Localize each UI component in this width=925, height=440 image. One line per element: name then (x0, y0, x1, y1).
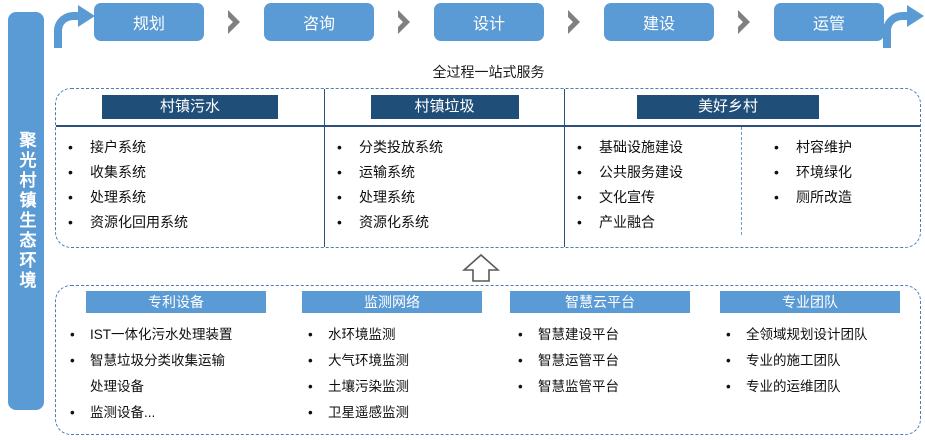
stage-chip-design[interactable]: 设计 (434, 3, 544, 41)
list-item: 专业的施工团队 (712, 348, 920, 374)
list-item: 智慧建设平台 (504, 322, 712, 348)
list-item: 卫星遥感监测 (294, 400, 504, 426)
brand-title: 聚光村镇生态环境 (16, 131, 36, 291)
stage-label: 规划 (132, 16, 165, 33)
capability-column-patented-equipment: 专利设备 IST一体化污水处理装置 智慧垃圾分类收集运输 处理设备 监测设备..… (56, 291, 294, 434)
list-item: 村容维护 (762, 135, 920, 160)
list-item: 公共服务建设 (565, 160, 741, 185)
chevron-right-icon (221, 7, 247, 37)
process-flow-strip: 规划 咨询 设计 建设 (52, 0, 925, 58)
domain-header: 村镇垃圾 (370, 95, 519, 119)
capability-item-list: 全领域规划设计团队 专业的施工团队 专业的运维团队 (712, 322, 920, 400)
domain-item-list: 分类投放系统 运输系统 处理系统 资源化系统 (325, 135, 564, 235)
stage-chip-operations[interactable]: 运管 (774, 3, 884, 41)
list-item: 运输系统 (325, 160, 564, 185)
capability-header: 监测网络 (302, 291, 482, 313)
domain-column-rural-sewage: 村镇污水 接户系统 收集系统 处理系统 资源化回用系统 (56, 89, 324, 247)
capability-item-list: IST一体化污水处理装置 智慧垃圾分类收集运输 处理设备 监测设备... (56, 322, 294, 426)
domain-header: 美好乡村 (637, 95, 819, 119)
brand-sidebar: 聚光村镇生态环境 (8, 12, 44, 410)
list-item-continuation: 处理设备 (90, 379, 144, 394)
domain-item-list-secondary: 村容维护 环境绿化 厕所改造 (762, 135, 920, 210)
list-item: 产业融合 (565, 210, 741, 235)
stage-chip-construction[interactable]: 建设 (604, 3, 714, 41)
stage-label: 运管 (812, 16, 845, 33)
list-item: 接户系统 (56, 135, 324, 160)
list-item: IST一体化污水处理装置 (56, 322, 294, 348)
domain-column-rural-waste: 村镇垃圾 分类投放系统 运输系统 处理系统 资源化系统 (324, 89, 564, 247)
list-item: 智慧监管平台 (504, 374, 712, 400)
capability-item-list: 智慧建设平台 智慧运管平台 智慧监管平台 (504, 322, 712, 400)
list-item: 监测设备... (56, 400, 294, 426)
list-item: 资源化回用系统 (56, 210, 324, 235)
stage-label: 设计 (472, 16, 505, 33)
list-item: 智慧垃圾分类收集运输 (56, 348, 294, 374)
list-item: 文化宣传 (565, 185, 741, 210)
capability-panel: 专利设备 IST一体化污水处理装置 智慧垃圾分类收集运输 处理设备 监测设备..… (55, 285, 921, 435)
list-item: 土壤污染监测 (294, 374, 504, 400)
service-caption: 全过程一站式服务 (432, 64, 545, 80)
list-item: 大气环境监测 (294, 348, 504, 374)
loop-arrow-left-icon (881, 4, 925, 61)
header-rule (56, 125, 324, 127)
capability-header: 专业团队 (720, 291, 900, 313)
domain-item-list: 接户系统 收集系统 处理系统 资源化回用系统 (56, 135, 324, 235)
capability-item-list: 水环境监测 大气环境监测 土壤污染监测 卫星遥感监测 (294, 322, 504, 426)
header-rule (325, 125, 564, 127)
service-domain-panel: 村镇污水 接户系统 收集系统 处理系统 资源化回用系统 村镇垃圾 (55, 88, 921, 248)
stage-label: 建设 (642, 16, 675, 33)
list-item: 分类投放系统 (325, 135, 564, 160)
list-item: 智慧运管平台 (504, 348, 712, 374)
capability-header: 专利设备 (86, 291, 266, 313)
stage-row: 规划 咨询 设计 建设 (94, 2, 884, 42)
stage-chip-consulting[interactable]: 咨询 (264, 3, 374, 41)
stage-label: 咨询 (302, 16, 335, 33)
capability-column-smart-cloud-platform: 智慧云平台 智慧建设平台 智慧运管平台 智慧监管平台 (504, 291, 712, 434)
chevron-right-icon (561, 7, 587, 37)
capability-column-professional-team: 专业团队 全领域规划设计团队 专业的施工团队 专业的运维团队 (712, 291, 920, 434)
up-arrow-outline-icon (461, 253, 501, 283)
list-item: 处理系统 (325, 185, 564, 210)
list-item: 收集系统 (56, 160, 324, 185)
domain-column-beautiful-village: 美好乡村 基础设施建设 公共服务建设 文化宣传 产业融合 村容维护 环境绿化 厕… (564, 89, 920, 247)
chevron-right-icon (731, 7, 757, 37)
chevron-right-icon (391, 7, 417, 37)
stage-chip-planning[interactable]: 规划 (94, 3, 204, 41)
loop-arrow-right-icon (52, 4, 96, 61)
capability-header: 智慧云平台 (510, 291, 690, 313)
list-item: 处理系统 (56, 185, 324, 210)
list-item: 资源化系统 (325, 210, 564, 235)
domain-header: 村镇污水 (102, 95, 278, 119)
header-rule (565, 125, 920, 127)
list-item: 环境绿化 (762, 160, 920, 185)
list-item: 厕所改造 (762, 185, 920, 210)
list-item: 全领域规划设计团队 (712, 322, 920, 348)
capability-column-monitoring-network: 监测网络 水环境监测 大气环境监测 土壤污染监测 卫星遥感监测 (294, 291, 504, 434)
list-item: 水环境监测 (294, 322, 504, 348)
list-item: 专业的运维团队 (712, 374, 920, 400)
list-item: 基础设施建设 (565, 135, 741, 160)
domain-item-list: 基础设施建设 公共服务建设 文化宣传 产业融合 (565, 135, 741, 235)
